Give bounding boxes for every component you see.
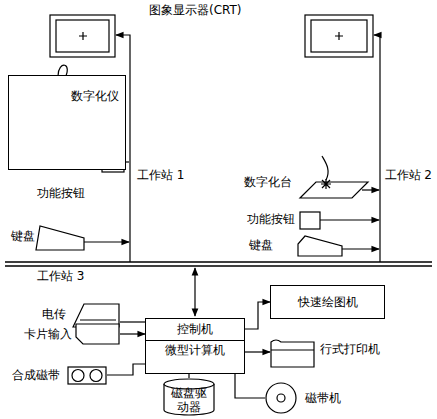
connector-line bbox=[235, 374, 265, 398]
annotation-label: 功能按钮 bbox=[246, 212, 296, 226]
punch-card bbox=[76, 324, 119, 344]
connector-line bbox=[107, 364, 145, 375]
wire bbox=[362, 189, 379, 190]
printer-paper bbox=[271, 340, 314, 367]
plotter-box: 快速绘图机 bbox=[270, 285, 385, 319]
keyboard bbox=[298, 236, 342, 256]
cursor-cross bbox=[335, 32, 343, 40]
reel-hub bbox=[277, 394, 285, 402]
disk-cylinder bbox=[164, 384, 214, 415]
crt-monitor bbox=[50, 15, 115, 57]
paper-fold bbox=[271, 349, 314, 350]
cassette-body bbox=[68, 367, 106, 384]
shape-outline bbox=[265, 382, 297, 414]
wire bbox=[84, 241, 129, 242]
connector-line bbox=[120, 333, 145, 334]
tape-spool bbox=[72, 370, 84, 382]
connector-line bbox=[245, 351, 270, 352]
annotation-label: 图象显示器(CRT) bbox=[148, 3, 243, 17]
line-printer: 行式打印机 bbox=[270, 338, 315, 368]
wire bbox=[320, 219, 379, 220]
node-label: 控制机 bbox=[177, 322, 213, 336]
annotation-label: 键盘 bbox=[248, 238, 274, 252]
pen-cord bbox=[322, 156, 328, 180]
microcomputer-box: 微型计算机控制机 bbox=[145, 318, 245, 374]
tape-drive: 磁带机 bbox=[265, 382, 297, 414]
wire bbox=[342, 248, 379, 249]
annotation-label: 数字化台 bbox=[243, 175, 293, 189]
node-label: 快速绘图机 bbox=[298, 295, 358, 309]
function-button bbox=[300, 212, 320, 229]
crt-screen bbox=[56, 20, 109, 52]
shape-outline bbox=[266, 383, 296, 413]
node-label: 磁带机 bbox=[305, 391, 341, 405]
annotation-label: 工作站 1 bbox=[136, 168, 185, 182]
shape-outline bbox=[67, 366, 107, 385]
shape-outline bbox=[76, 324, 119, 344]
shape-outline bbox=[68, 367, 106, 384]
teletype-keys bbox=[80, 319, 116, 320]
annotation-label: 工作站 2 bbox=[384, 168, 433, 182]
pen-tip bbox=[321, 179, 331, 189]
connector-line bbox=[245, 302, 270, 329]
crt-screen bbox=[311, 20, 367, 52]
node-label: 行式打印机 bbox=[320, 342, 380, 356]
cursor-cross bbox=[79, 32, 87, 40]
controller-box: 控制机 bbox=[145, 318, 245, 341]
annotation-label: 功能按钮 bbox=[36, 186, 86, 200]
shape-outline bbox=[164, 379, 214, 415]
connector-line bbox=[120, 321, 145, 322]
connector-line bbox=[188, 374, 189, 378]
bus-link bbox=[194, 268, 195, 316]
node-label: 合成磁带 bbox=[12, 368, 60, 382]
node-label: 磁盘驱 动器 bbox=[169, 386, 209, 415]
tape-reel bbox=[266, 383, 296, 413]
node-label: 电传 bbox=[42, 307, 66, 321]
tape-spool bbox=[90, 370, 102, 382]
line-art bbox=[5, 15, 432, 316]
tape-cassette: 合成磁带 bbox=[67, 366, 107, 385]
shape-outline bbox=[270, 338, 315, 368]
node-label: 数字化仪 bbox=[71, 89, 119, 103]
disk-drive: 磁盘驱 动器 bbox=[163, 378, 215, 416]
annotation-label: 工作站 3 bbox=[36, 269, 85, 283]
annotation-label: 键盘 bbox=[10, 229, 36, 243]
card-reader: 卡片输入 bbox=[75, 323, 120, 345]
shape-outline bbox=[75, 323, 120, 345]
system-bus bbox=[5, 262, 432, 266]
digitizer-tablet bbox=[300, 182, 368, 198]
node-label: 卡片输入 bbox=[24, 327, 72, 341]
node-label: 微型计算机 bbox=[165, 343, 225, 357]
digitizer-box: 数字化仪 bbox=[8, 75, 126, 170]
workstation-wire bbox=[374, 35, 380, 262]
shape-outline bbox=[271, 340, 314, 367]
crt-monitor bbox=[305, 15, 373, 57]
keyboard bbox=[36, 226, 84, 250]
